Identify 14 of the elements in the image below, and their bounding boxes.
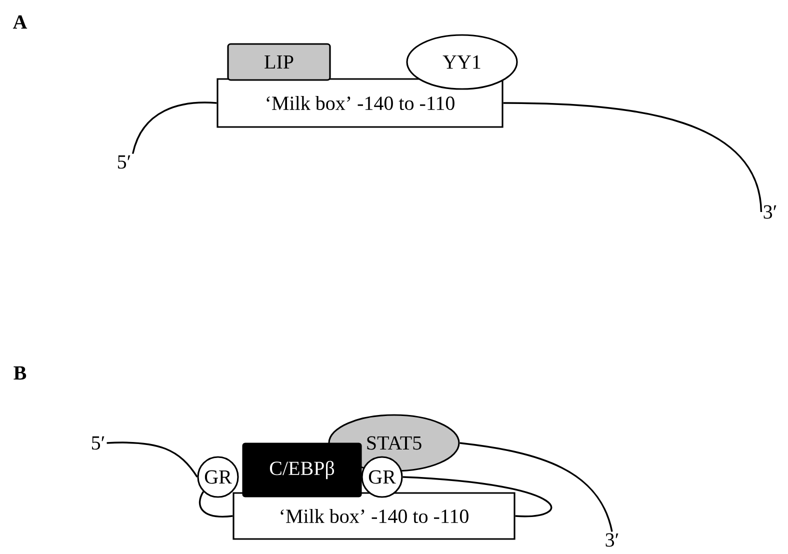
- protein-box: C/EBPβ: [242, 442, 362, 498]
- dna-strand: [460, 442, 613, 532]
- panel-label: A: [12, 15, 28, 29]
- strand-end-label: 3′: [764, 205, 776, 219]
- dna-strand: [402, 476, 552, 518]
- strand-end-label: 5′: [118, 155, 130, 169]
- dna-strand: [106, 442, 198, 478]
- dna-strand: [198, 491, 233, 518]
- dna-strand: [132, 102, 217, 154]
- dna-strand: [503, 102, 762, 212]
- strand-end-label: 5′: [92, 436, 104, 450]
- protein-box: LIP: [227, 43, 331, 81]
- panel-label: B: [14, 366, 26, 380]
- strand-end-label: 3′: [606, 533, 618, 547]
